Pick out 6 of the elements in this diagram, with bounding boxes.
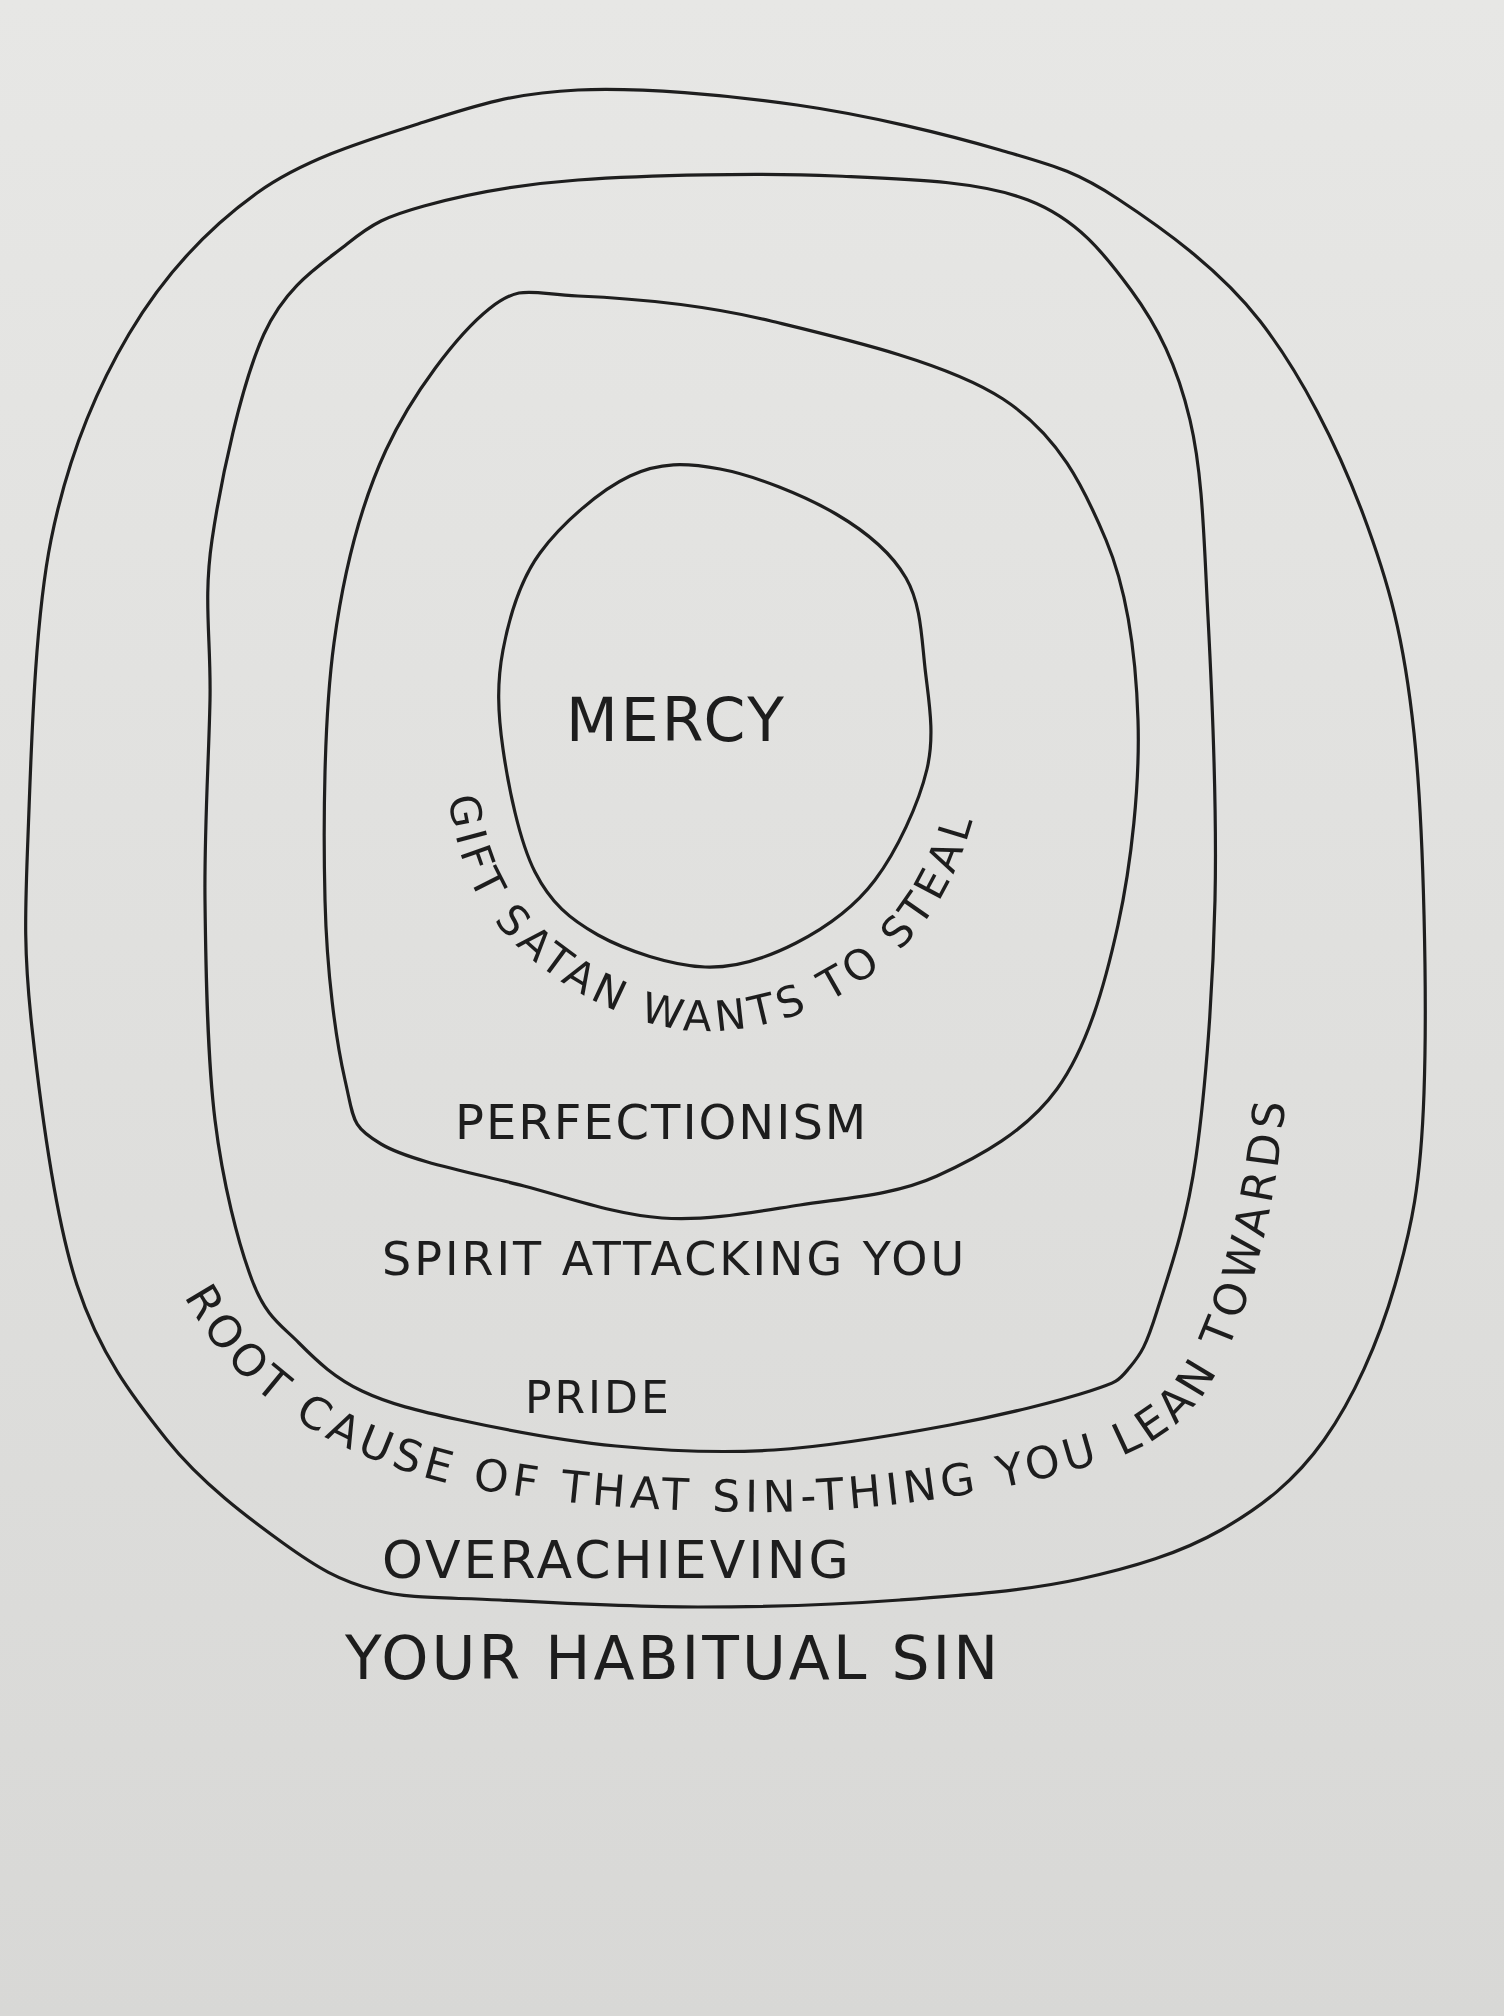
ring-title: PERFECTIONISM — [455, 1098, 869, 1146]
ring-caption: YOUR HABITUAL SIN — [345, 1628, 1002, 1688]
ring-caption: SPIRIT ATTACKING YOU — [382, 1236, 968, 1282]
ring-title: MERCY — [566, 690, 787, 750]
ring-title: PRIDE — [525, 1376, 672, 1420]
ring-title: OVERACHIEVING — [382, 1534, 852, 1586]
